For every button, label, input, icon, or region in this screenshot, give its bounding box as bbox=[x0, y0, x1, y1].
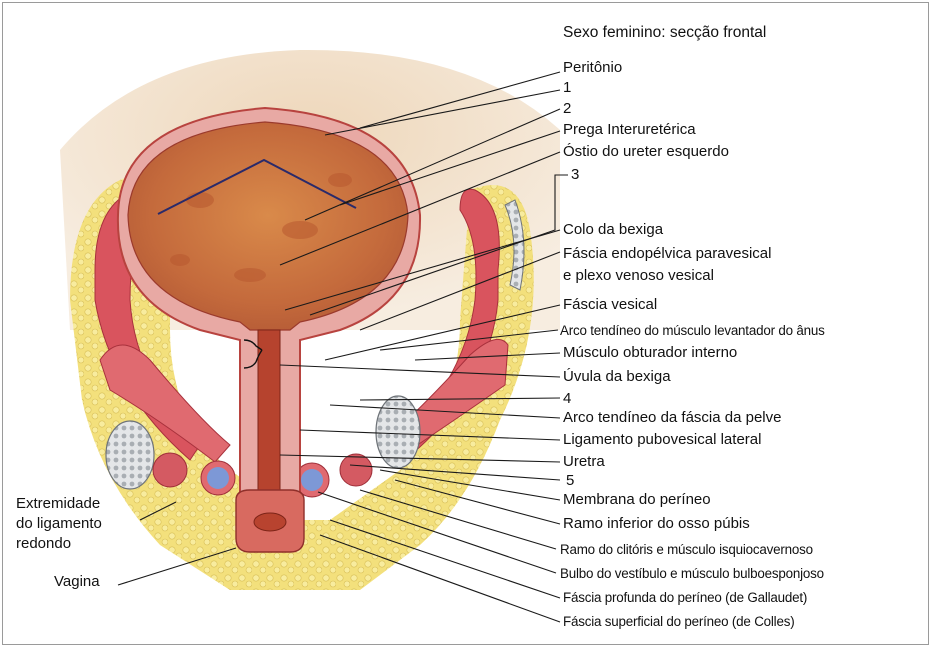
label-obturador: Músculo obturador interno bbox=[563, 344, 737, 362]
label-prega: Prega Interuretérica bbox=[563, 121, 696, 139]
left-bulb-red bbox=[153, 453, 187, 487]
label-ramo-inferior: Ramo inferior do osso púbis bbox=[563, 515, 750, 533]
left-pubic-bone bbox=[106, 421, 154, 489]
label-fascia-profunda: Fáscia profunda do períneo (de Gallaudet… bbox=[563, 589, 807, 607]
label-1: 1 bbox=[563, 79, 571, 97]
label-extremidade-2: do ligamento bbox=[16, 515, 102, 533]
label-2: 2 bbox=[563, 100, 571, 118]
label-arco-levantador: Arco tendíneo do músculo levantador do â… bbox=[560, 322, 825, 340]
label-extremidade-1: Extremidade bbox=[16, 495, 100, 513]
label-4: 4 bbox=[563, 390, 571, 408]
label-fascia-endopelvica-1: Fáscia endopélvica paravesical bbox=[563, 245, 771, 263]
label-ramo-clitoris: Ramo do clitóris e músculo isquiocaverno… bbox=[560, 541, 813, 559]
urethra bbox=[258, 330, 280, 510]
label-colo: Colo da bexiga bbox=[563, 221, 663, 239]
label-5: 5 bbox=[566, 472, 574, 490]
label-bulbo: Bulbo do vestíbulo e músculo bulboesponj… bbox=[560, 565, 824, 583]
label-vagina: Vagina bbox=[54, 573, 100, 591]
label-uvula: Úvula da bexiga bbox=[563, 368, 671, 386]
label-fascia-endopelvica-2: e plexo venoso vesical bbox=[563, 267, 714, 285]
label-arco-fascia: Arco tendíneo da fáscia da pelve bbox=[563, 409, 781, 427]
right-bulb-red bbox=[340, 454, 372, 486]
label-extremidade-3: redondo bbox=[16, 535, 71, 553]
label-uretra: Uretra bbox=[563, 453, 605, 471]
label-ostio: Óstio do ureter esquerdo bbox=[563, 143, 729, 161]
label-fascia-superficial: Fáscia superficial do períneo (de Colles… bbox=[563, 613, 794, 631]
label-3: 3 bbox=[571, 166, 579, 184]
label-membrana: Membrana do períneo bbox=[563, 491, 711, 509]
label-ligamento-pubovesical: Ligamento pubovesical lateral bbox=[563, 431, 761, 449]
label-peritonio: Peritônio bbox=[563, 59, 622, 77]
figure-title: Sexo feminino: secção frontal bbox=[563, 24, 766, 42]
label-fascia-vesical: Fáscia vesical bbox=[563, 296, 657, 314]
